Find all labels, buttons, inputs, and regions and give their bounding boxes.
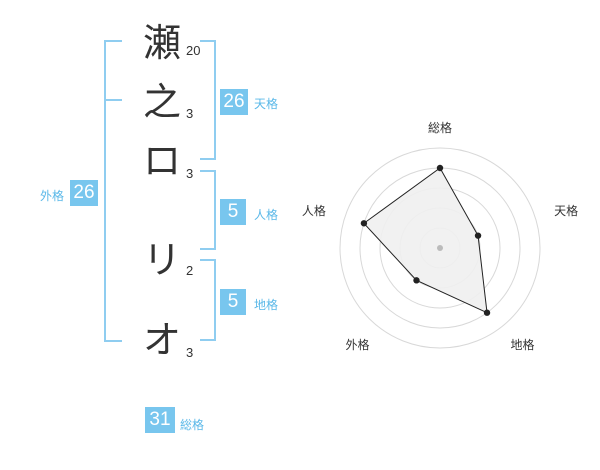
radar-point-4 (413, 277, 420, 284)
tenkaku-value-badge: 26 (220, 89, 248, 115)
gaikaku-bracket (104, 40, 122, 342)
radar-axis-label-3: 地格 (511, 337, 535, 352)
tenkaku-bracket (200, 40, 216, 160)
soukaku-label: 総格 (180, 418, 205, 432)
name-char-1: 瀬 (142, 21, 181, 65)
radar-ring-5 (339, 147, 541, 349)
name-char-3: ロ (142, 139, 181, 183)
chikaku-bracket (200, 259, 216, 341)
radar-series-polygon (363, 167, 488, 314)
radar-center-dot (437, 245, 443, 251)
stroke-count-4: 2 (186, 263, 194, 278)
radar-point-3 (483, 309, 491, 316)
gaikaku-label: 外格 (40, 189, 65, 203)
radar-axis-label-1: 総格 (428, 120, 452, 135)
gaikaku-bracket-tick (104, 99, 122, 101)
radar-axis-label-4: 外格 (345, 337, 369, 352)
name-char-5: オ (142, 318, 181, 362)
chikaku-label: 地格 (254, 298, 279, 312)
radar-point-5 (360, 220, 368, 227)
radar-point-1 (436, 164, 444, 172)
stroke-count-5: 3 (186, 345, 194, 360)
stroke-count-3: 3 (186, 166, 194, 181)
name-char-4: リ (142, 238, 181, 282)
radar-axis-label-2: 天格 (554, 203, 578, 218)
jinkaku-bracket (200, 170, 216, 250)
stroke-count-2: 3 (186, 106, 194, 121)
gaikaku-value-badge: 26 (70, 180, 98, 206)
stroke-count-1: 20 (186, 43, 201, 58)
soukaku-value-badge: 31 (145, 407, 175, 433)
tenkaku-label: 天格 (254, 97, 279, 111)
chikaku-value-badge: 5 (220, 289, 246, 315)
radar-axis-label-5: 人格 (302, 203, 326, 218)
radar-point-2 (474, 232, 482, 239)
jinkaku-value-badge: 5 (220, 199, 246, 225)
jinkaku-label: 人格 (254, 208, 279, 222)
name-char-2: 之 (142, 80, 181, 124)
